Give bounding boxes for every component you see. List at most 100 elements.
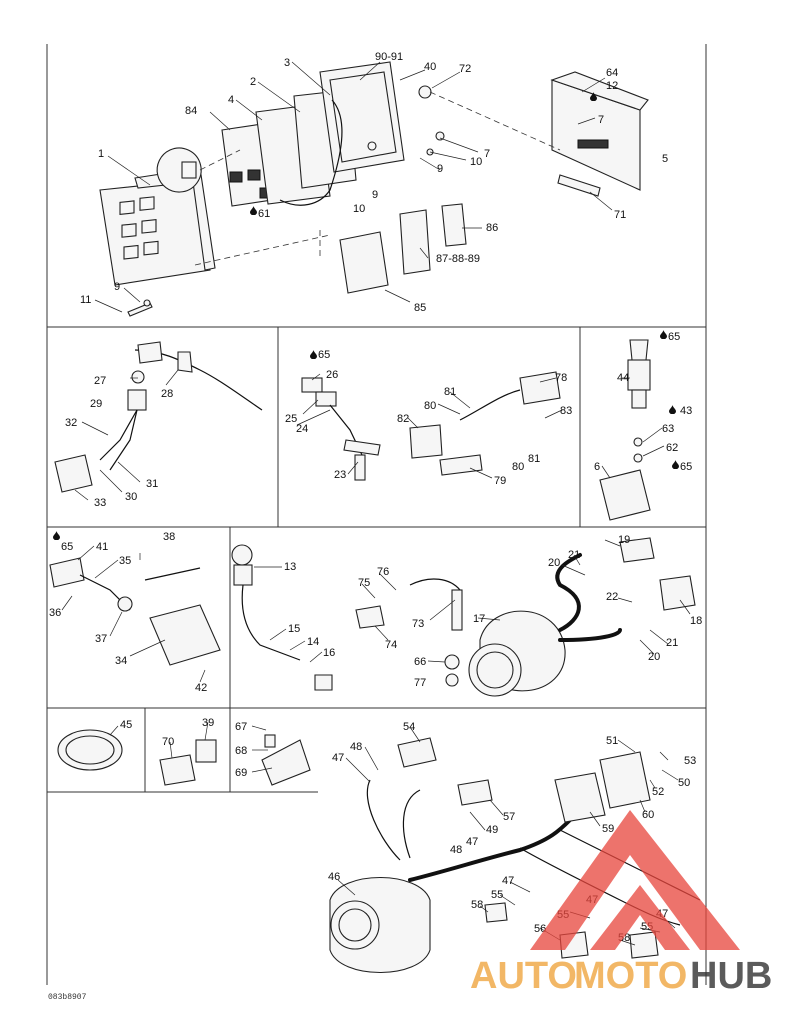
callout-label: 20: [548, 557, 560, 569]
callout-label: 5: [662, 153, 668, 165]
callout-label: 9: [372, 189, 378, 201]
callout-label: 75: [358, 577, 370, 589]
oil-drop-icon: [669, 405, 676, 414]
callout-label: 49: [486, 824, 498, 836]
callout-label: 27: [94, 375, 106, 387]
callout-labels: 3 90-91 40 72 64 12 2 4 84 1 61 9 10 7 7…: [49, 51, 702, 944]
callout-label: 30: [125, 491, 137, 503]
callout-label: 28: [161, 388, 173, 400]
callout-label: 23: [334, 469, 346, 481]
callout-label: 84: [185, 105, 197, 117]
callout-label: 48: [450, 844, 462, 856]
callout-label: 57: [503, 811, 515, 823]
callout-label: 55: [491, 889, 503, 901]
callout-label: 54: [403, 721, 415, 733]
callout-label: 65: [61, 541, 73, 553]
callout-label: 18: [690, 615, 702, 627]
oil-drop-icon: [310, 350, 317, 359]
callout-label: 43: [680, 405, 692, 417]
callout-label: 58: [471, 899, 483, 911]
callout-label: 10: [470, 156, 482, 168]
callout-label: 80: [512, 461, 524, 473]
callout-label: 22: [606, 591, 618, 603]
callout-label: 16: [323, 647, 335, 659]
callout-label: 26: [326, 369, 338, 381]
oil-drop-icon: [250, 206, 257, 215]
callout-label: 19: [618, 534, 630, 546]
callout-label: 6: [594, 461, 600, 473]
callout-label: 47: [466, 836, 478, 848]
callout-label: 40: [424, 61, 436, 73]
callout-label: 34: [115, 655, 127, 667]
callout-label: 21: [666, 637, 678, 649]
callout-label: 17: [473, 613, 485, 625]
callout-label: 31: [146, 478, 158, 490]
leader-lines: [61, 61, 691, 946]
callout-label: 36: [49, 607, 61, 619]
callout-label: 63: [662, 423, 674, 435]
callout-label: 45: [120, 719, 132, 731]
callout-label: 13: [284, 561, 296, 573]
callout-label: 52: [652, 786, 664, 798]
callout-label: 62: [666, 442, 678, 454]
callout-label: 20: [648, 651, 660, 663]
callout-label: 64: [606, 67, 618, 79]
callout-label: 81: [528, 453, 540, 465]
callout-label: 53: [684, 755, 696, 767]
callout-label: 24: [296, 423, 308, 435]
callout-label: 15: [288, 623, 300, 635]
callout-label: 73: [412, 618, 424, 630]
callout-label: 72: [459, 63, 471, 75]
callout-label: 74: [385, 639, 397, 651]
figure-reference-code: 083b8907: [48, 993, 87, 1002]
callout-label: 61: [258, 208, 270, 220]
callout-label: 65: [668, 331, 680, 343]
callout-label: 81: [444, 386, 456, 398]
callout-label: 1: [98, 148, 104, 160]
callout-label: 42: [195, 682, 207, 694]
callout-label: 35: [119, 555, 131, 567]
oil-drop-icon: [53, 531, 60, 540]
callout-label: 47: [332, 752, 344, 764]
callout-label: 44: [617, 372, 629, 384]
callout-label: 65: [680, 461, 692, 473]
callout-label: 14: [307, 636, 319, 648]
callout-label: 60: [642, 809, 654, 821]
callout-label: 78: [555, 372, 567, 384]
control-module-group: [99, 61, 649, 317]
callout-label: 12: [606, 80, 618, 92]
callout-label: 59: [602, 823, 614, 835]
callout-label: 87-88-89: [436, 253, 480, 265]
watermark-hub: HUB: [690, 955, 772, 997]
callout-label: 90-91: [375, 51, 403, 63]
oil-drop-icon: [660, 330, 667, 339]
callout-label: 68: [235, 745, 247, 757]
callout-label: 38: [163, 531, 175, 543]
section-frames: [46, 44, 707, 985]
callout-label: 66: [414, 656, 426, 668]
automotohub-watermark: AUTO MOTO HUB: [470, 810, 772, 997]
callout-label: 41: [96, 541, 108, 553]
watermark-moto: MOTO: [574, 955, 687, 997]
callout-label: 71: [614, 209, 626, 221]
callout-label: 25: [285, 413, 297, 425]
section-3-group: [49, 537, 696, 697]
callout-label: 2: [250, 76, 256, 88]
callout-label: 3: [284, 57, 290, 69]
callout-label: 83: [560, 405, 572, 417]
callout-label: 82: [397, 413, 409, 425]
callout-label: 70: [162, 736, 174, 748]
callout-label: 86: [486, 222, 498, 234]
callout-label: 51: [606, 735, 618, 747]
callout-label: 37: [95, 633, 107, 645]
watermark-logo-shape: [530, 810, 740, 950]
callout-label: 7: [484, 148, 490, 160]
callout-label: 10: [353, 203, 365, 215]
callout-label: 11: [80, 294, 91, 306]
callout-label: 9: [114, 281, 120, 293]
oil-drop-icon: [672, 460, 679, 469]
callout-label: 67: [235, 721, 247, 733]
section-2-group: [54, 339, 651, 521]
callout-label: 76: [377, 566, 389, 578]
